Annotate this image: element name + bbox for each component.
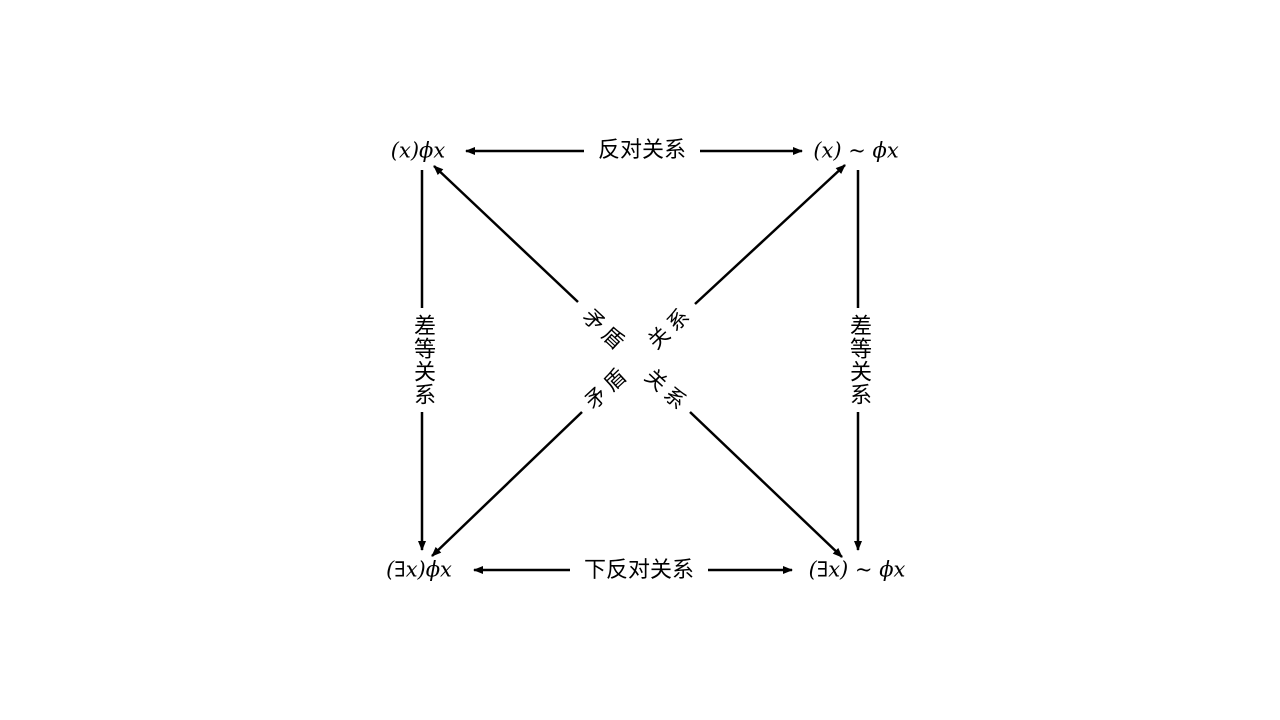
subaltern-right-label: 差等关系 bbox=[846, 314, 871, 406]
contradictory-arrow-bottom-right bbox=[689, 411, 843, 558]
corner-bottom-right: (∃x) ~ ϕx bbox=[808, 557, 906, 582]
corner-bottom-left: (∃x)ϕx bbox=[386, 557, 452, 582]
contradictory-arrow-top-left bbox=[433, 165, 579, 303]
subaltern-left-label: 差等关系 bbox=[410, 314, 435, 406]
subcontrary-label: 下反对关系 bbox=[579, 560, 699, 582]
contrary-label: 反对关系 bbox=[593, 140, 691, 162]
contradictory-arrow-bottom-left bbox=[431, 411, 583, 557]
contradictory-arrow-top-right bbox=[694, 164, 846, 305]
corner-top-left: (x)ϕx bbox=[390, 138, 446, 163]
corner-top-right: (x) ~ ϕx bbox=[813, 138, 899, 163]
